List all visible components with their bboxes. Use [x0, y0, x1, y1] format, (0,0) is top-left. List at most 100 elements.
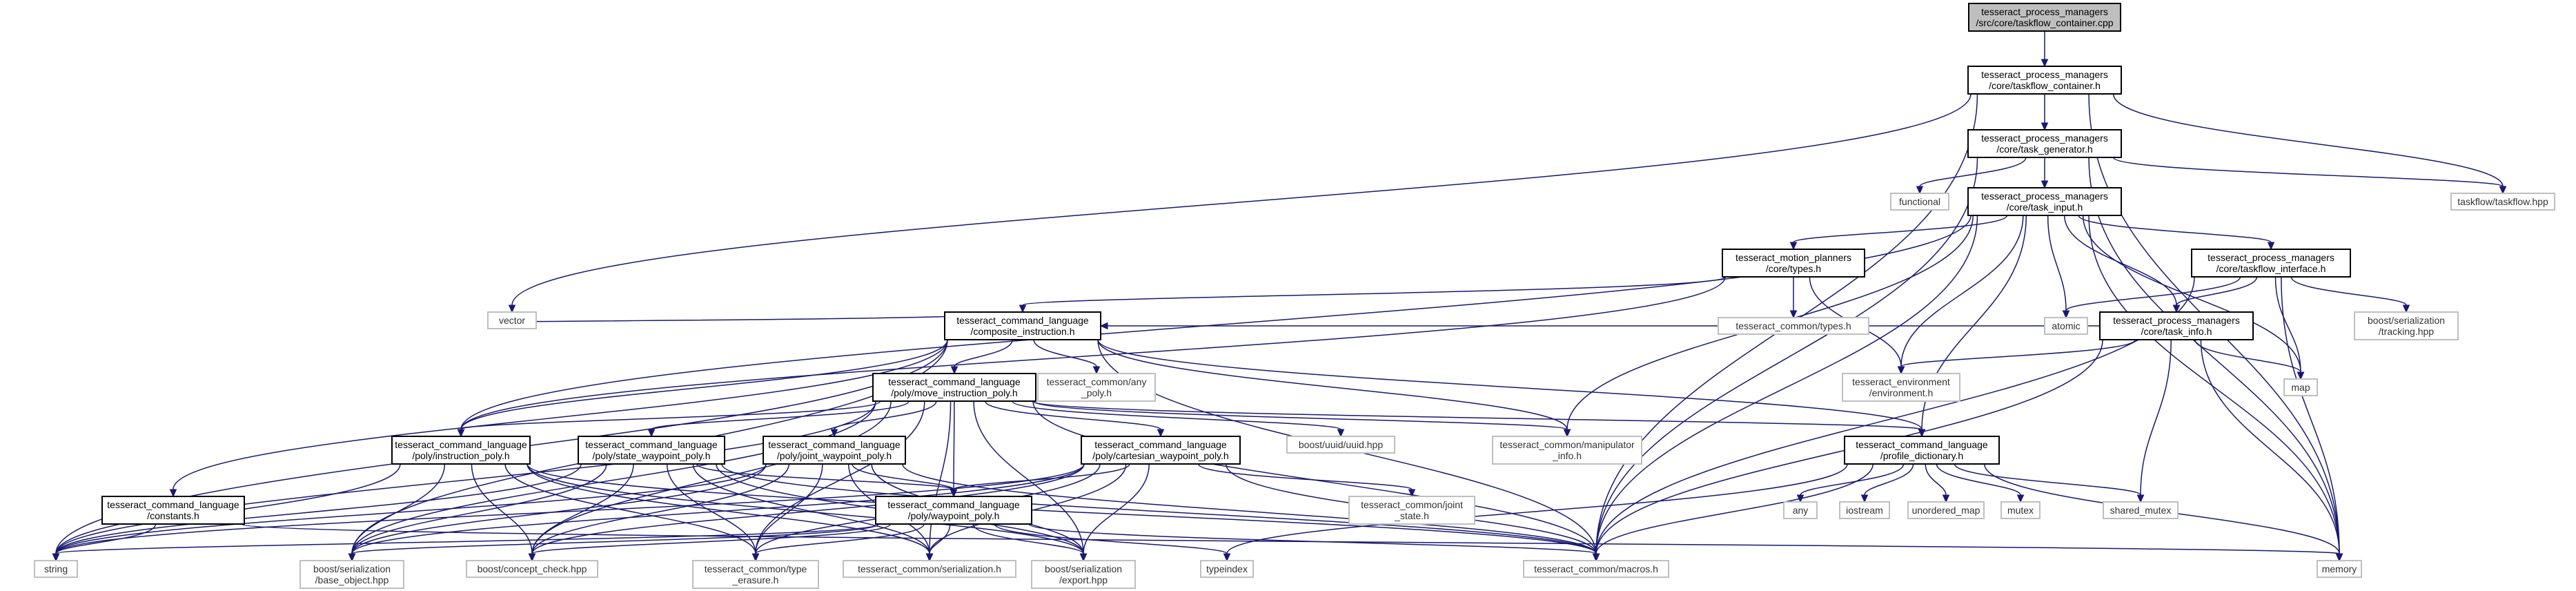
node-label-line: _info.h	[1552, 450, 1582, 461]
arrowhead	[2335, 553, 2343, 562]
edge-line	[1936, 463, 2021, 496]
edge-line	[1864, 463, 1914, 496]
edge-line	[755, 463, 823, 554]
node-taskflow-hpp: taskflow/taskflow.hpp	[2450, 193, 2555, 211]
node-box	[1783, 501, 1818, 519]
node-state-waypoint-poly-h[interactable]: tesseract_command_language/poly/state_wa…	[578, 436, 725, 465]
edge-line	[351, 463, 607, 554]
arrowhead	[2297, 371, 2305, 380]
edge-task_info_h-to-shared_mutex	[2136, 339, 2172, 503]
node-any: any	[1783, 501, 1818, 519]
node-cartesian-waypoint-poly-h[interactable]: tesseract_command_language/poly/cartesia…	[1081, 436, 1241, 465]
edge-constants_h-to-string	[52, 523, 157, 562]
node-box	[1967, 66, 2122, 95]
edge-line	[55, 523, 157, 554]
edge-line	[1793, 215, 2008, 243]
edge-line	[1033, 339, 1097, 367]
edge-taskflow_container_h-to-vector	[508, 93, 1972, 313]
arrowhead	[2041, 180, 2049, 189]
node-waypoint-poly-h[interactable]: tesseract_command_language/poly/waypoint…	[875, 496, 1032, 525]
node-label-line: any	[1793, 505, 1809, 516]
arrowhead	[1860, 494, 1869, 503]
arrowhead	[1789, 310, 1798, 319]
node-box	[872, 373, 1036, 402]
edge-waypoint_poly_h-to-macros_h	[1028, 523, 1600, 562]
arrowhead	[2041, 59, 2049, 68]
node-box	[1842, 373, 1960, 402]
edge-line	[2140, 339, 2172, 496]
node-joint-waypoint-poly-h[interactable]: tesseract_command_language/poly/joint_wa…	[763, 436, 906, 465]
node-composite-instruction-h[interactable]: tesseract_command_language/composite_ins…	[944, 311, 1101, 340]
edge-line	[1097, 339, 1568, 430]
node-box	[1967, 187, 2122, 216]
edge-line	[55, 523, 879, 554]
node-label-line: functional	[1899, 196, 1940, 207]
node-taskflow-container-cpp[interactable]: tesseract_process_managers/src/core/task…	[1968, 3, 2121, 32]
edge-line	[1032, 400, 1568, 430]
edge-line	[351, 400, 876, 554]
edge-line	[1032, 400, 1597, 554]
node-label-line: tesseract_process_managers	[1981, 6, 2108, 17]
edge-composite_instruction_h-to-any_poly_h	[1033, 339, 1101, 375]
edge-line	[2200, 339, 2340, 554]
edge-move_instruction_poly_h-to-export_hpp	[973, 400, 1088, 562]
edge-line	[2065, 276, 2241, 311]
node-joint-state-h: tesseract_common/joint_state.h	[1348, 496, 1475, 525]
node-boost-tracking-hpp: boost/serialization/tracking.hpp	[2354, 311, 2459, 340]
node-box	[101, 496, 245, 525]
arrowhead	[1408, 489, 1416, 498]
node-instruction-poly-h[interactable]: tesseract_command_language/poly/instruct…	[391, 436, 531, 465]
node-label-line: tesseract_command_language	[887, 499, 1020, 510]
edge-task_info_h-to-map	[2194, 339, 2305, 380]
edge-taskflow_container_h-to-task_generator_h	[2041, 94, 2049, 131]
node-label-line: _state.h	[1394, 510, 1429, 521]
node-label-line: string	[44, 563, 68, 574]
node-label-line: tesseract_common/joint	[1361, 499, 1463, 510]
node-unordered-map: unordered_map	[1907, 501, 1985, 519]
arrowhead	[2041, 122, 2049, 131]
node-label-line: tesseract_command_language	[585, 439, 718, 450]
node-label-line: boost/serialization	[2368, 315, 2445, 326]
edge-line	[2274, 276, 2301, 373]
node-task-input-h[interactable]: tesseract_process_managers/core/task_inp…	[1967, 187, 2122, 216]
node-label-line: /src/core/taskflow_container.cpp	[1976, 17, 2113, 28]
node-box	[875, 496, 1032, 525]
node-type-erasure-h: tesseract_common/type_erasure.h	[692, 560, 819, 589]
arrowhead	[1099, 322, 1108, 330]
arrowhead	[2062, 310, 2070, 319]
node-label-line: /poly/waypoint_poly.h	[908, 510, 1000, 521]
node-label-line: tesseract_process_managers	[2113, 315, 2240, 326]
edge-motion_types_h-to-common_types_h	[1789, 276, 1798, 319]
node-taskflow-container-h[interactable]: tesseract_process_managers/core/taskflow…	[1967, 66, 2122, 95]
node-label-line: /core/task_input.h	[2007, 202, 2083, 213]
node-label-line: vector	[499, 315, 525, 326]
arrowhead	[1092, 366, 1101, 375]
edge-task_info_h-to-composite_instruction_h	[1099, 322, 2100, 330]
edge-line	[755, 523, 925, 554]
node-uuid-hpp: boost/uuid/uuid.hpp	[1286, 436, 1395, 454]
node-box	[578, 436, 725, 465]
edge-line	[2082, 215, 2301, 373]
node-task-info-h[interactable]: tesseract_process_managers/core/task_inf…	[2099, 311, 2254, 340]
node-box	[487, 311, 537, 329]
node-task-generator-h[interactable]: tesseract_process_managers/core/task_gen…	[1967, 129, 2122, 158]
edge-composite_instruction_h-to-profile_dictionary_h	[1097, 339, 1926, 438]
node-iostream: iostream	[1839, 501, 1890, 519]
node-label-line: tesseract_process_managers	[1981, 69, 2108, 80]
node-label-line: tesseract_command_language	[1094, 439, 1227, 450]
node-taskflow-interface-h[interactable]: tesseract_process_managers/core/taskflow…	[2191, 249, 2351, 278]
node-label-line: /composite_instruction.h	[971, 326, 1075, 337]
node-profile-dictionary-h[interactable]: tesseract_command_language/profile_dicti…	[1844, 436, 2000, 465]
node-common-types-h: tesseract_common/types.h	[1718, 317, 1869, 335]
node-motion-types-h[interactable]: tesseract_motion_planners/core/types.h	[1722, 249, 1865, 278]
node-box	[1286, 436, 1395, 454]
edge-line	[929, 400, 952, 554]
node-atomic: atomic	[2044, 317, 2088, 335]
node-label-line: tesseract_command_language	[1856, 439, 1988, 450]
edge-task_input_h-to-taskflow_interface_h	[2078, 215, 2275, 251]
edge-move_instruction_poly_h-to-uuid_hpp	[1012, 400, 1345, 438]
node-move-instruction-poly-h[interactable]: tesseract_command_language/poly/move_ins…	[872, 373, 1036, 402]
node-constants-h[interactable]: tesseract_command_language/constants.h	[101, 496, 245, 525]
node-label-line: _erasure.h	[732, 574, 779, 585]
node-box	[1968, 3, 2121, 32]
